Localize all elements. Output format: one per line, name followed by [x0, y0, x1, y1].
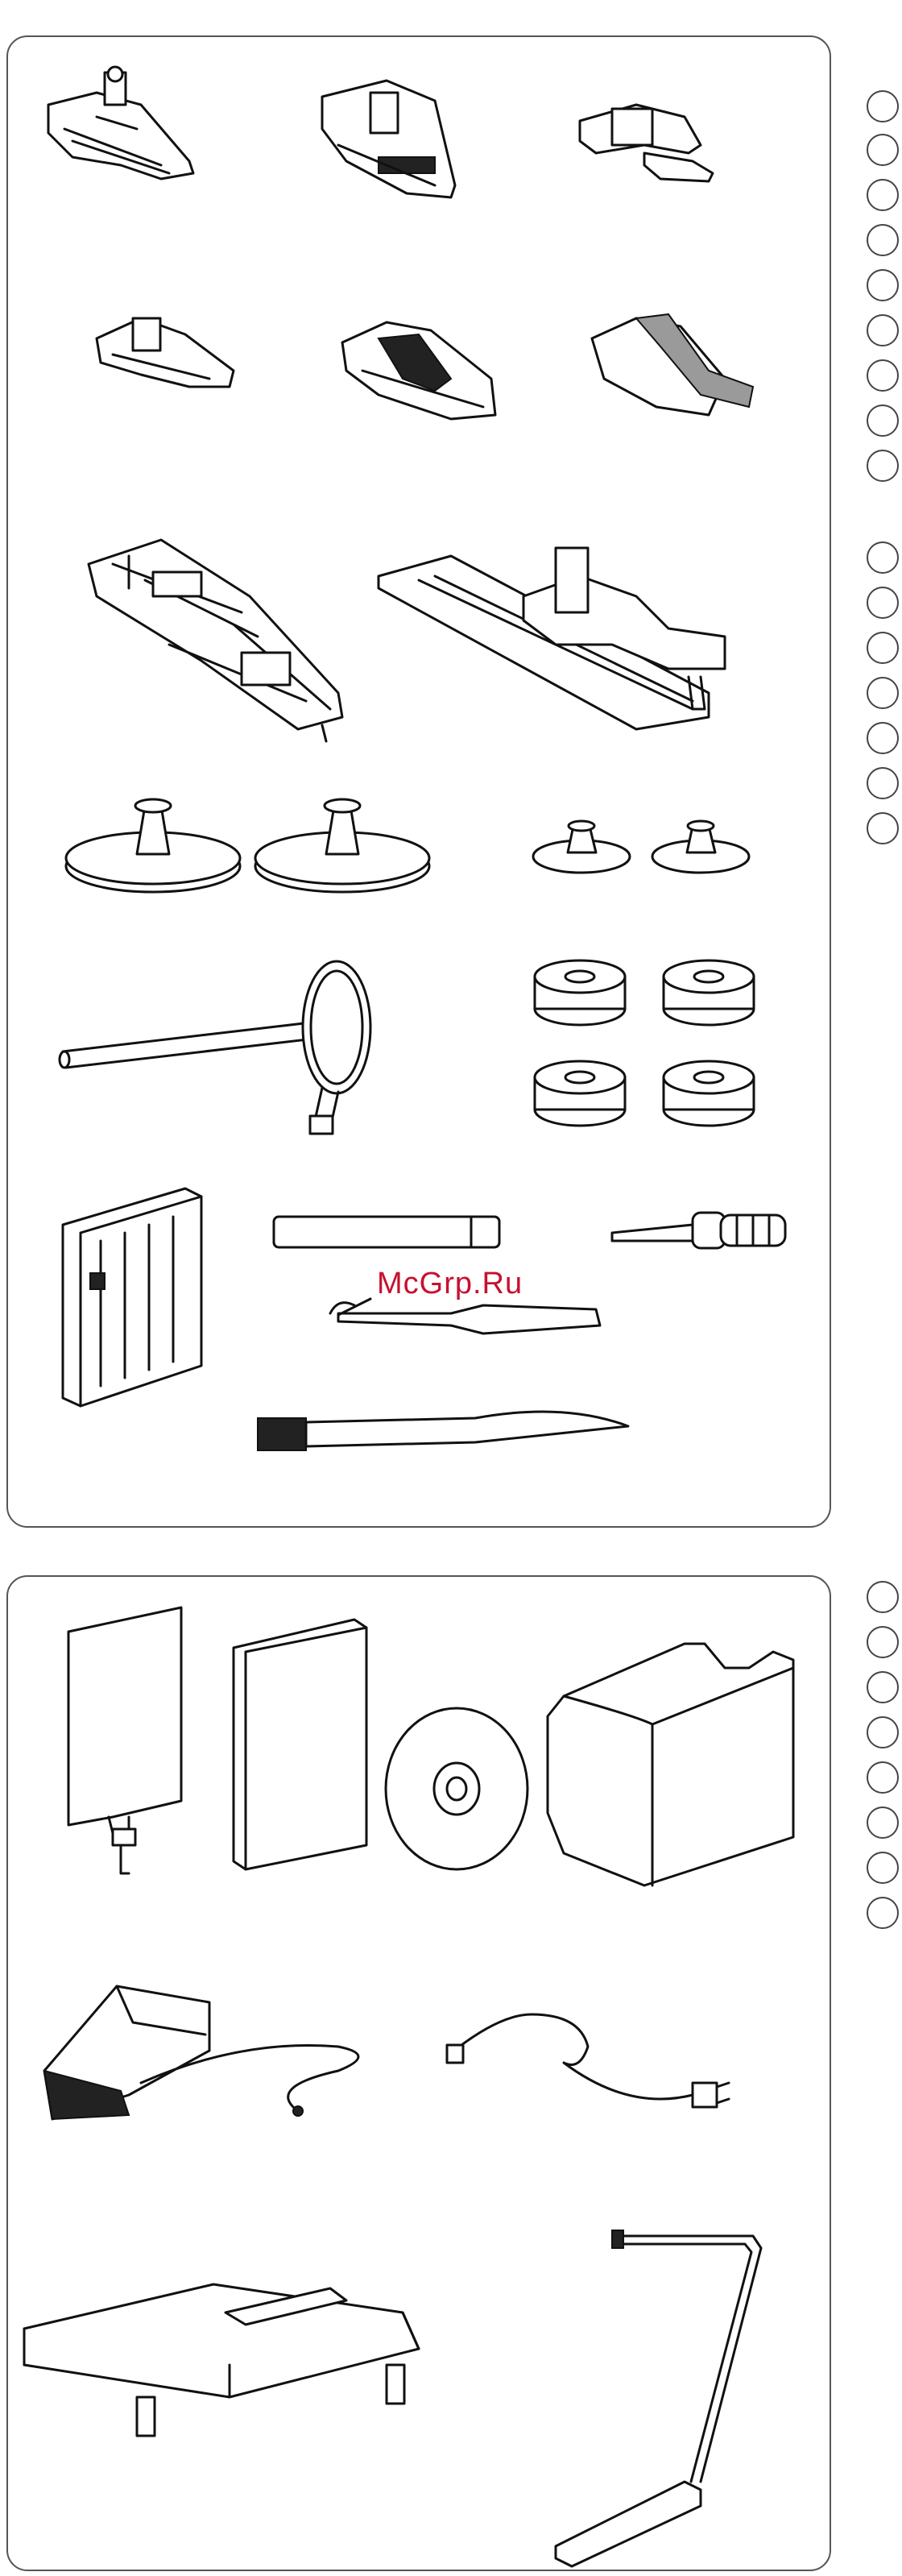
marker — [867, 722, 899, 754]
marker — [867, 677, 899, 709]
bobbins-icon — [535, 960, 754, 1126]
marker — [867, 1581, 899, 1613]
zigzag-foot-icon — [48, 67, 193, 179]
overedge-foot-icon — [342, 322, 495, 419]
marker — [867, 632, 899, 664]
quarter-inch-foot-icon — [592, 314, 753, 415]
marker — [867, 90, 899, 122]
small-spool-holder-icon — [652, 821, 749, 873]
marker — [867, 134, 899, 166]
lint-brush-icon — [274, 1217, 499, 1247]
cleaning-brush-icon — [258, 1412, 628, 1450]
marker — [867, 1671, 899, 1703]
marker — [867, 541, 899, 574]
screwdriver-icon — [612, 1213, 785, 1248]
blind-hem-foot-icon — [97, 318, 234, 387]
marker — [867, 269, 899, 301]
marker — [867, 587, 899, 619]
needle-set-icon — [63, 1188, 201, 1406]
other-accessories-panel — [6, 1575, 831, 2571]
marker — [867, 224, 899, 256]
marker — [867, 179, 899, 211]
standard-accessories-illustrations — [0, 0, 902, 1531]
marker — [867, 1761, 899, 1794]
marker — [867, 314, 899, 346]
quilting-guide-foot-icon — [379, 548, 725, 729]
seam-ripper-icon — [330, 1299, 600, 1334]
marker — [867, 1807, 899, 1839]
marker — [867, 404, 899, 437]
marker — [867, 450, 899, 482]
satin-stitch-foot-icon — [322, 81, 455, 197]
large-spool-holder-icon — [255, 799, 429, 892]
small-spool-holder-icon — [533, 821, 630, 873]
buttonhole-foot-icon — [89, 540, 342, 741]
large-spool-holder-icon — [66, 799, 240, 892]
marker — [867, 812, 899, 844]
spool-pin-icon — [60, 961, 370, 1134]
marker — [867, 359, 899, 392]
marker — [867, 1852, 899, 1884]
marker — [867, 1626, 899, 1658]
watermark-text: McGrp.Ru — [377, 1267, 523, 1301]
marker — [867, 767, 899, 799]
marker — [867, 1716, 899, 1748]
marker — [867, 1897, 899, 1929]
zipper-foot-icon — [580, 105, 713, 181]
